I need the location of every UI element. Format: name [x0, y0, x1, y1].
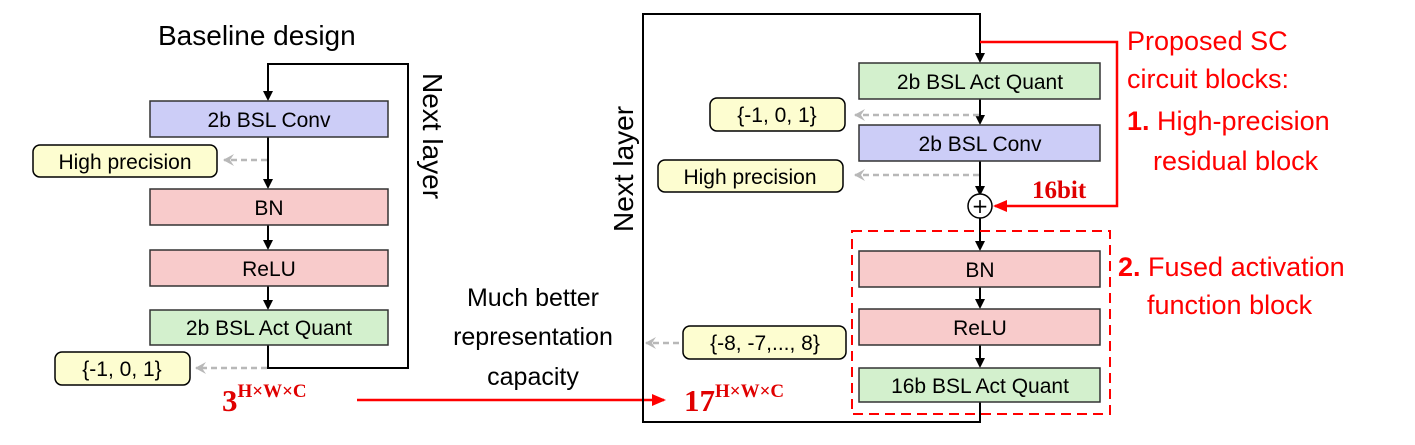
- annotation-title-line2: circuit blocks:: [1127, 64, 1289, 94]
- middle-line1: Much better: [467, 284, 599, 312]
- proposed-output-exp: H×W×C: [715, 381, 784, 402]
- baseline-quant-block: [149, 309, 389, 346]
- proposed-ternary-text: {-1, 0, 1}: [737, 104, 816, 127]
- baseline-title: Baseline design: [158, 20, 356, 51]
- proposed-output-set-note: [682, 325, 847, 360]
- proposed-act-quant-label: 2b BSL Act Quant: [897, 71, 1063, 94]
- proposed-quant16-block: [858, 367, 1101, 403]
- residual-red-path: [980, 40, 1119, 212]
- proposed-high-precision-note: [657, 159, 844, 193]
- residual-bitwidth-label: 16bit: [1032, 177, 1087, 204]
- baseline-bn-block: [149, 188, 389, 226]
- proposed-ternary-note: [709, 97, 846, 132]
- proposed-output-capacity: 17H×W×C: [684, 381, 784, 418]
- annotation-item2-text: Fused activation: [1141, 252, 1345, 282]
- proposed-bn-block: [858, 250, 1101, 288]
- annotation-item2-line1: 2. Fused activation: [1118, 252, 1345, 282]
- proposed-relu-block: [858, 308, 1101, 346]
- proposed-conv-block: [858, 124, 1101, 162]
- baseline-high-precision-text: High precision: [58, 151, 191, 174]
- annotation-title-line1: Proposed SC: [1127, 26, 1288, 56]
- baseline-conv-label: 2b BSL Conv: [208, 109, 331, 132]
- proposed-act-quant-block: [858, 62, 1101, 100]
- annotation-item1-text: High-precision: [1150, 106, 1330, 136]
- baseline-output-set-text: {-1, 0, 1}: [82, 358, 161, 381]
- baseline-output-set-note: [54, 351, 191, 386]
- proposed-adder-symbol: +: [972, 194, 989, 218]
- baseline-relu-label: ReLU: [242, 258, 296, 281]
- proposed-output-set-text: {-8, -7,..., 8}: [710, 332, 820, 355]
- baseline-next-layer-label: Next layer: [417, 73, 448, 199]
- middle-line3: capacity: [487, 363, 579, 391]
- proposed-loop-line: [642, 13, 985, 423]
- annotation-item2-number: 2.: [1118, 252, 1141, 282]
- proposed-next-layer-label: Next layer: [608, 106, 639, 232]
- fused-activation-region: [851, 230, 1111, 415]
- annotation-item1-number: 1.: [1127, 106, 1150, 136]
- annotation-item1-line2: residual block: [1153, 146, 1319, 176]
- proposed-high-precision-text: High precision: [683, 166, 816, 189]
- annotation-item2-line2: function block: [1147, 290, 1313, 320]
- proposed-quant16-label: 16b BSL Act Quant: [891, 375, 1069, 398]
- proposed-adder-circle: [967, 193, 993, 219]
- baseline-bn-label: BN: [254, 197, 283, 220]
- proposed-conv-label: 2b BSL Conv: [919, 133, 1042, 156]
- proposed-output-base: 17: [684, 383, 715, 418]
- middle-line2: representation: [453, 323, 613, 351]
- proposed-relu-label: ReLU: [953, 317, 1007, 340]
- baseline-loop-line: [263, 63, 409, 369]
- baseline-output-capacity: 3H×W×C: [222, 381, 307, 418]
- proposed-bn-label: BN: [965, 259, 994, 282]
- baseline-high-precision-note: [32, 144, 218, 178]
- annotation-item1-line1: 1. High-precision: [1127, 106, 1330, 136]
- baseline-conv-block: [149, 100, 389, 138]
- baseline-quant-label: 2b BSL Act Quant: [186, 317, 352, 340]
- baseline-output-exp: H×W×C: [238, 381, 307, 402]
- baseline-output-base: 3: [222, 383, 238, 418]
- baseline-relu-block: [149, 249, 389, 287]
